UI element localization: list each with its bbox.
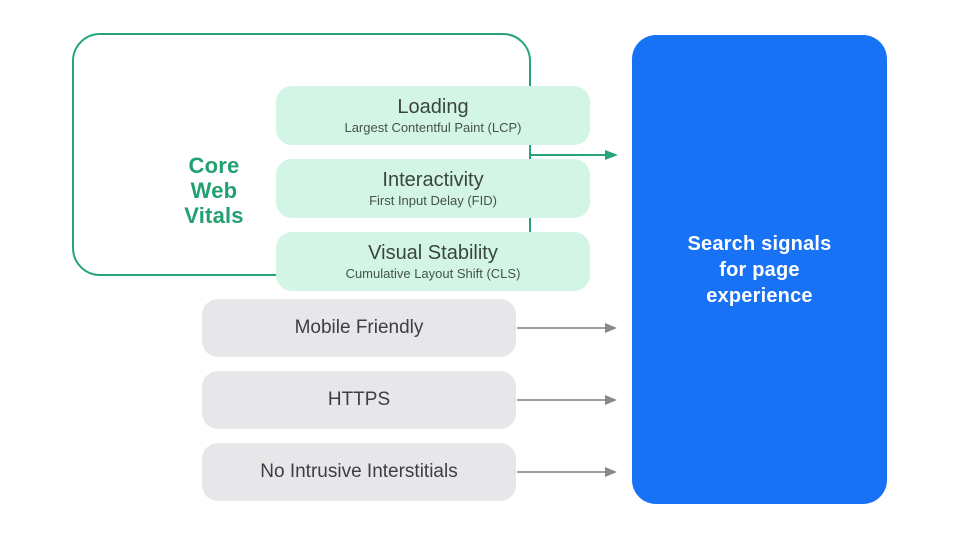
arrow-head-icon xyxy=(605,395,617,405)
arrow-head-icon xyxy=(605,467,617,477)
signal-label-mobile-friendly: Mobile Friendly xyxy=(294,317,424,338)
signal-label-https: HTTPS xyxy=(327,389,391,410)
core-web-vitals-label-line-2: Web xyxy=(190,178,238,203)
core-web-vitals-label: Core Web Vitals xyxy=(158,153,270,228)
metric-box-interactivity: Interactivity First Input Delay (FID) xyxy=(276,159,590,218)
metric-box-loading: Loading Largest Contentful Paint (LCP) xyxy=(276,86,590,145)
signal-box-https: HTTPS xyxy=(202,371,516,429)
https-arrow xyxy=(517,394,617,406)
search-signals-label-line-3: experience xyxy=(706,284,813,307)
metric-title-loading: Loading xyxy=(397,96,469,118)
search-signals-label-line-2: for page xyxy=(719,258,800,281)
arrow-head-icon xyxy=(605,150,618,160)
arrow-line xyxy=(531,154,605,156)
core-web-vitals-arrow xyxy=(531,149,618,161)
metric-title-interactivity: Interactivity xyxy=(382,169,484,191)
metric-box-visual-stability: Visual Stability Cumulative Layout Shift… xyxy=(276,232,590,291)
core-web-vitals-group: Core Web Vitals Loading Largest Contentf… xyxy=(72,33,590,291)
core-web-vitals-label-line-1: Core xyxy=(188,153,240,178)
search-signals-box: Search signals for page experience xyxy=(632,35,887,504)
metric-subtitle-cls: Cumulative Layout Shift (CLS) xyxy=(345,266,521,281)
metric-subtitle-lcp: Largest Contentful Paint (LCP) xyxy=(344,120,522,135)
metric-title-visual-stability: Visual Stability xyxy=(368,242,498,264)
arrow-line xyxy=(517,399,605,401)
no-intrusive-interstitials-arrow xyxy=(517,466,617,478)
signal-box-mobile-friendly: Mobile Friendly xyxy=(202,299,516,357)
core-web-vitals-label-line-3: Vitals xyxy=(184,203,244,228)
search-signals-label-line-1: Search signals xyxy=(687,232,832,255)
mobile-friendly-arrow xyxy=(517,322,617,334)
signal-box-no-intrusive-interstitials: No Intrusive Interstitials xyxy=(202,443,516,501)
arrow-line xyxy=(517,327,605,329)
search-signals-label: Search signals for page experience xyxy=(688,231,832,309)
signal-label-no-intrusive-interstitials: No Intrusive Interstitials xyxy=(260,461,458,482)
metric-subtitle-fid: First Input Delay (FID) xyxy=(369,193,497,208)
arrow-line xyxy=(517,471,605,473)
arrow-head-icon xyxy=(605,323,617,333)
